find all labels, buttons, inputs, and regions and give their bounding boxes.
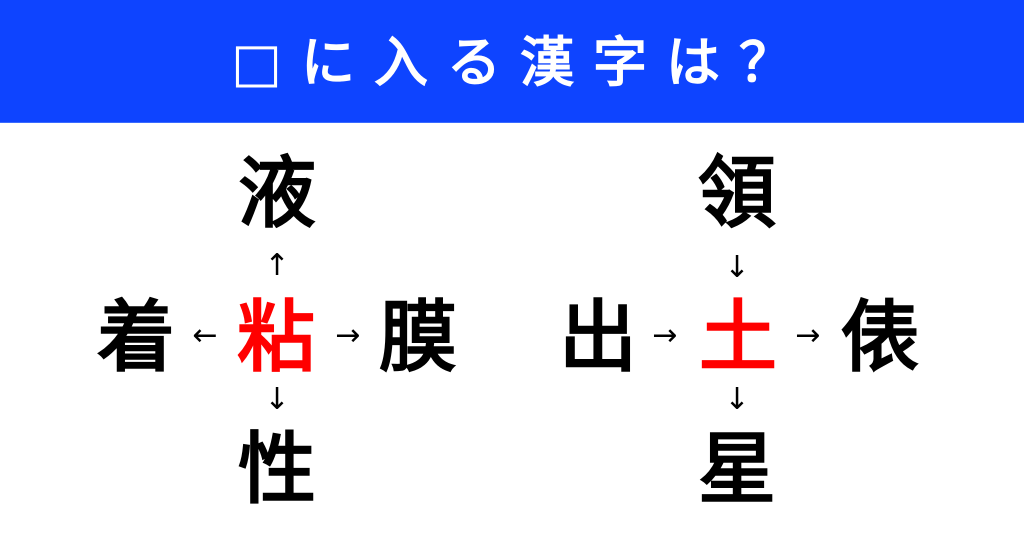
puzzle-2-bottom-kanji: 星 [697, 425, 776, 515]
puzzle-2-arrow-down-icon: ↓ [724, 250, 750, 285]
title-banner: □に入る漢字は？ [0, 0, 1024, 123]
puzzle-2-top-kanji: 領 [697, 149, 776, 239]
puzzle-1-arrow-up-icon: ↑ [264, 248, 290, 283]
puzzle-2-answer-kanji: 土 [698, 293, 777, 383]
puzzle-1-right-kanji: 膜 [378, 293, 457, 383]
puzzle-1-arrow-left-icon: ← [192, 318, 218, 353]
puzzle-1-arrow-right-icon: → [335, 318, 361, 353]
puzzle-1-answer-kanji: 粘 [236, 293, 315, 383]
puzzle-2-left-kanji: 出 [558, 293, 637, 383]
puzzle-1-arrow-down-icon: ↓ [264, 382, 290, 417]
puzzle-2-right-kanji: 俵 [840, 293, 919, 383]
puzzle-1-top-kanji: 液 [237, 149, 316, 239]
page-title: □に入る漢字は？ [230, 31, 813, 94]
puzzle-1-bottom-kanji: 性 [237, 425, 316, 515]
puzzle-2-arrow-down-icon-2: ↓ [724, 382, 750, 417]
puzzle-2-arrow-right-icon-2: → [795, 318, 821, 353]
puzzle-2-arrow-right-icon: → [652, 318, 678, 353]
puzzle-1-left-kanji: 着 [96, 293, 175, 383]
